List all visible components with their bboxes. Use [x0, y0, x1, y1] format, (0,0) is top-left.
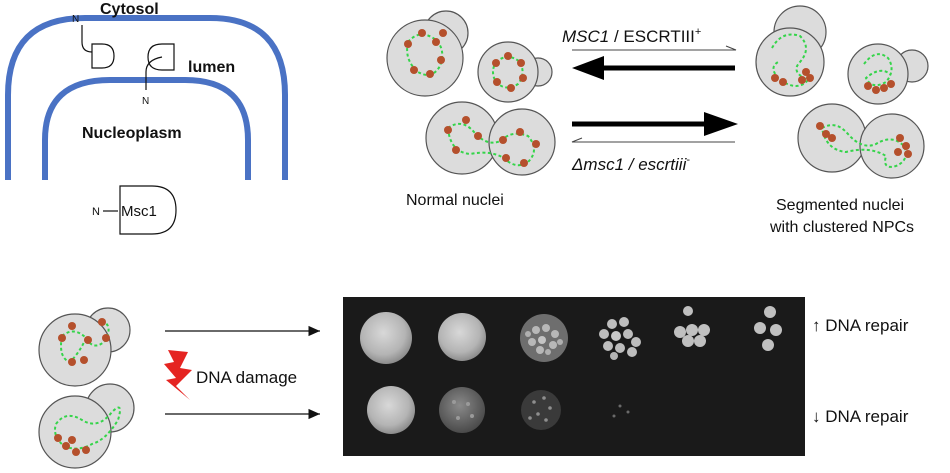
normal-cell	[425, 101, 556, 176]
colony-spot	[674, 306, 710, 347]
lumen-label: lumen	[188, 59, 235, 76]
colony-spot	[360, 312, 412, 364]
envelope-panel: Cytosol lumen Nucleoplasm N N N Msc1	[5, 1, 288, 235]
outer-nuclear-membrane	[5, 15, 288, 180]
segmented-nuclei-group: Segmented nuclei with clustered NPCs	[755, 5, 929, 236]
segmented-cell	[797, 103, 925, 179]
dna-repair-down-label: ↓ DNA repair	[812, 407, 909, 426]
colony-spot	[754, 306, 782, 351]
forward-condition-label: MSC1 / ESCRTIII+	[562, 26, 701, 46]
cytosol-label: Cytosol	[100, 1, 159, 18]
normal-nuclei-group: Normal nuclei	[386, 10, 556, 209]
colony-spot	[438, 313, 486, 361]
n-terminus-label: N	[72, 14, 79, 25]
colony-spot	[599, 317, 641, 360]
agar-plate-image	[343, 297, 805, 456]
colony-spot	[521, 390, 561, 430]
assay-normal-cell	[38, 307, 131, 387]
msc1-label: Msc1	[121, 203, 157, 220]
normal-cell	[477, 41, 553, 103]
nucleoplasm-label: Nucleoplasm	[82, 125, 182, 142]
segmented-caption-line1: Segmented nuclei	[776, 197, 904, 214]
normal-nuclei-caption: Normal nuclei	[406, 192, 504, 209]
segmented-cell	[755, 5, 827, 97]
colony-row-bottom	[367, 386, 630, 434]
segmented-cell	[847, 43, 929, 105]
n-terminus-label: N	[92, 206, 100, 218]
lightning-bolt-icon	[164, 350, 192, 400]
dna-repair-up-label: ↑ DNA repair	[812, 316, 909, 335]
protein-topology-lumenal: N	[142, 43, 175, 107]
segmented-caption-line2: with clustered NPCs	[769, 219, 914, 236]
colony-row-top	[360, 306, 782, 364]
assay-segmented-cell	[38, 383, 135, 469]
colony-spot	[367, 386, 415, 434]
transition-arrows: MSC1 / ESCRTIII+ Δmsc1 / escrtiii-	[562, 26, 738, 174]
n-terminus-label: N	[142, 96, 149, 107]
inner-nuclear-membrane	[42, 77, 251, 180]
dna-damage-label: DNA damage	[196, 368, 297, 387]
colony-spot	[439, 387, 485, 433]
colony-spot	[612, 404, 630, 418]
reverse-condition-label: Δmsc1 / escrtiii-	[571, 154, 690, 174]
normal-cell	[386, 10, 469, 97]
protein-topology-cytosolic: N	[72, 14, 115, 69]
msc1-legend: N Msc1	[92, 185, 177, 235]
spot-assay-panel: DNA damage	[38, 297, 909, 469]
colony-spot	[520, 314, 568, 362]
